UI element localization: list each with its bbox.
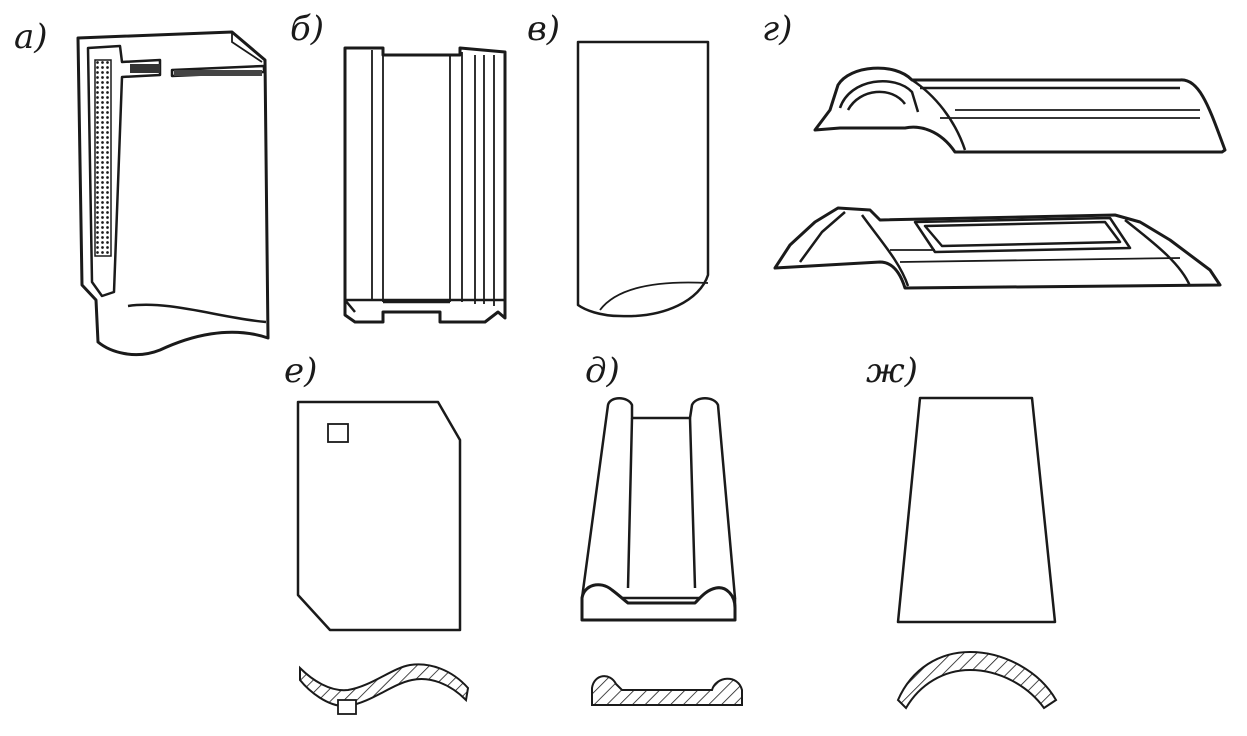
ridge-tile-top <box>813 66 1227 154</box>
tile-zh <box>896 396 1057 624</box>
label-d: д) <box>585 351 620 391</box>
tile-b <box>343 46 507 324</box>
label-a: а) <box>14 17 48 57</box>
tile-d <box>580 397 737 622</box>
tile-d-profile <box>591 675 743 706</box>
label-e: е) <box>284 351 317 391</box>
label-b: б) <box>290 9 324 49</box>
label-zh: ж) <box>866 351 918 391</box>
tile-e <box>296 400 462 632</box>
tile-v <box>576 40 710 318</box>
tile-a <box>76 30 270 357</box>
tile-e-profile <box>299 663 470 715</box>
label-v: в) <box>527 9 560 49</box>
ridge-tile-bottom <box>773 206 1222 290</box>
tile-zh-profile <box>896 650 1058 710</box>
label-g: г) <box>762 9 792 49</box>
